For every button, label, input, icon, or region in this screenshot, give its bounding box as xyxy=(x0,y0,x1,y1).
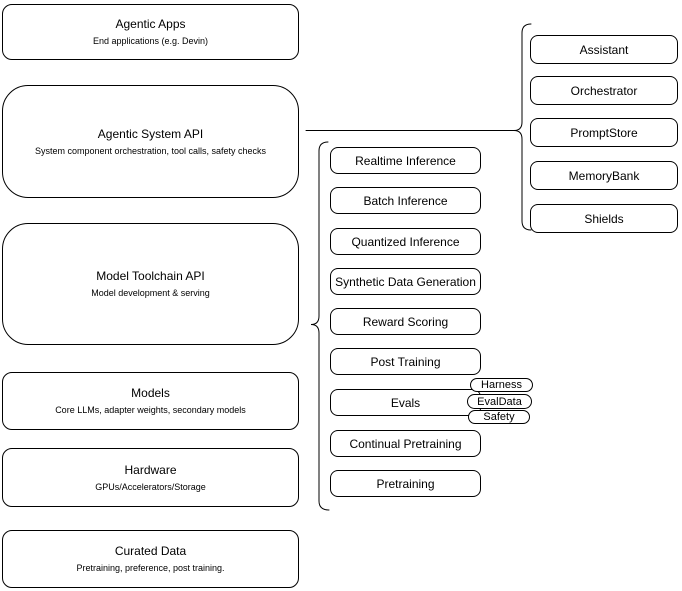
node-label: MemoryBank xyxy=(568,168,640,183)
node-label: Continual Pretraining xyxy=(349,436,462,451)
node-title: Hardware xyxy=(124,462,177,477)
node-label: Evals xyxy=(390,395,421,410)
node-memorybank: MemoryBank xyxy=(530,161,678,190)
node-title: Agentic Apps xyxy=(115,17,186,31)
node-agentic-apps: Agentic Apps End applications (e.g. Devi… xyxy=(2,4,299,60)
tag-label: EvalData xyxy=(477,395,522,408)
tag-label: Harness xyxy=(481,379,522,391)
node-label: Reward Scoring xyxy=(362,314,449,329)
node-continual-pretraining: Continual Pretraining xyxy=(330,430,481,457)
node-batch-inference: Batch Inference xyxy=(330,187,481,214)
node-title: Model Toolchain API xyxy=(96,269,205,283)
node-post-training: Post Training xyxy=(330,348,481,375)
toolchain-brace xyxy=(310,141,330,511)
node-pretraining: Pretraining xyxy=(330,470,481,497)
node-model-toolchain-api: Model Toolchain API Model development & … xyxy=(2,223,299,345)
tag-label: Safety xyxy=(483,411,515,423)
node-title: Curated Data xyxy=(114,544,187,558)
node-orchestrator: Orchestrator xyxy=(530,76,678,105)
node-subtitle: Pretraining, preference, post training. xyxy=(76,563,225,573)
node-evals: Evals xyxy=(330,389,481,416)
node-title: Agentic System API xyxy=(97,126,204,141)
node-label: Batch Inference xyxy=(363,193,448,208)
node-label: Pretraining xyxy=(376,476,435,491)
node-subtitle: Core LLMs, adapter weights, secondary mo… xyxy=(55,405,246,415)
node-realtime-inference: Realtime Inference xyxy=(330,147,481,174)
node-reward-scoring: Reward Scoring xyxy=(330,308,481,335)
node-label: Shields xyxy=(584,211,624,226)
node-assistant: Assistant xyxy=(530,35,678,64)
node-label: Orchestrator xyxy=(570,83,638,98)
node-subtitle: GPUs/Accelerators/Storage xyxy=(95,481,206,492)
node-subtitle: Model development & serving xyxy=(91,288,210,298)
node-hardware: Hardware GPUs/Accelerators/Storage xyxy=(2,448,299,507)
node-label: Realtime Inference xyxy=(355,153,456,168)
node-agentic-system-api: Agentic System API System component orch… xyxy=(2,85,299,198)
tag-harness: Harness xyxy=(470,378,533,392)
node-label: PromptStore xyxy=(570,125,638,140)
node-label: Post Training xyxy=(370,354,441,369)
node-title: Models xyxy=(131,386,170,400)
node-label: Assistant xyxy=(579,42,629,57)
node-curated-data: Curated Data Pretraining, preference, po… xyxy=(2,530,299,588)
node-label: Synthetic Data Generation xyxy=(335,274,476,289)
node-shields: Shields xyxy=(530,204,678,233)
tag-safety: Safety xyxy=(468,410,530,424)
node-promptstore: PromptStore xyxy=(530,118,678,147)
system-components-brace xyxy=(513,23,532,231)
node-subtitle: System component orchestration, tool cal… xyxy=(34,145,267,156)
node-label: Quantized Inference xyxy=(351,234,460,249)
node-quantized-inference: Quantized Inference xyxy=(330,228,481,255)
node-subtitle: End applications (e.g. Devin) xyxy=(92,36,209,46)
tag-evaldata: EvalData xyxy=(467,394,532,409)
node-synthetic-data-generation: Synthetic Data Generation xyxy=(330,268,481,295)
node-models: Models Core LLMs, adapter weights, secon… xyxy=(2,372,299,430)
